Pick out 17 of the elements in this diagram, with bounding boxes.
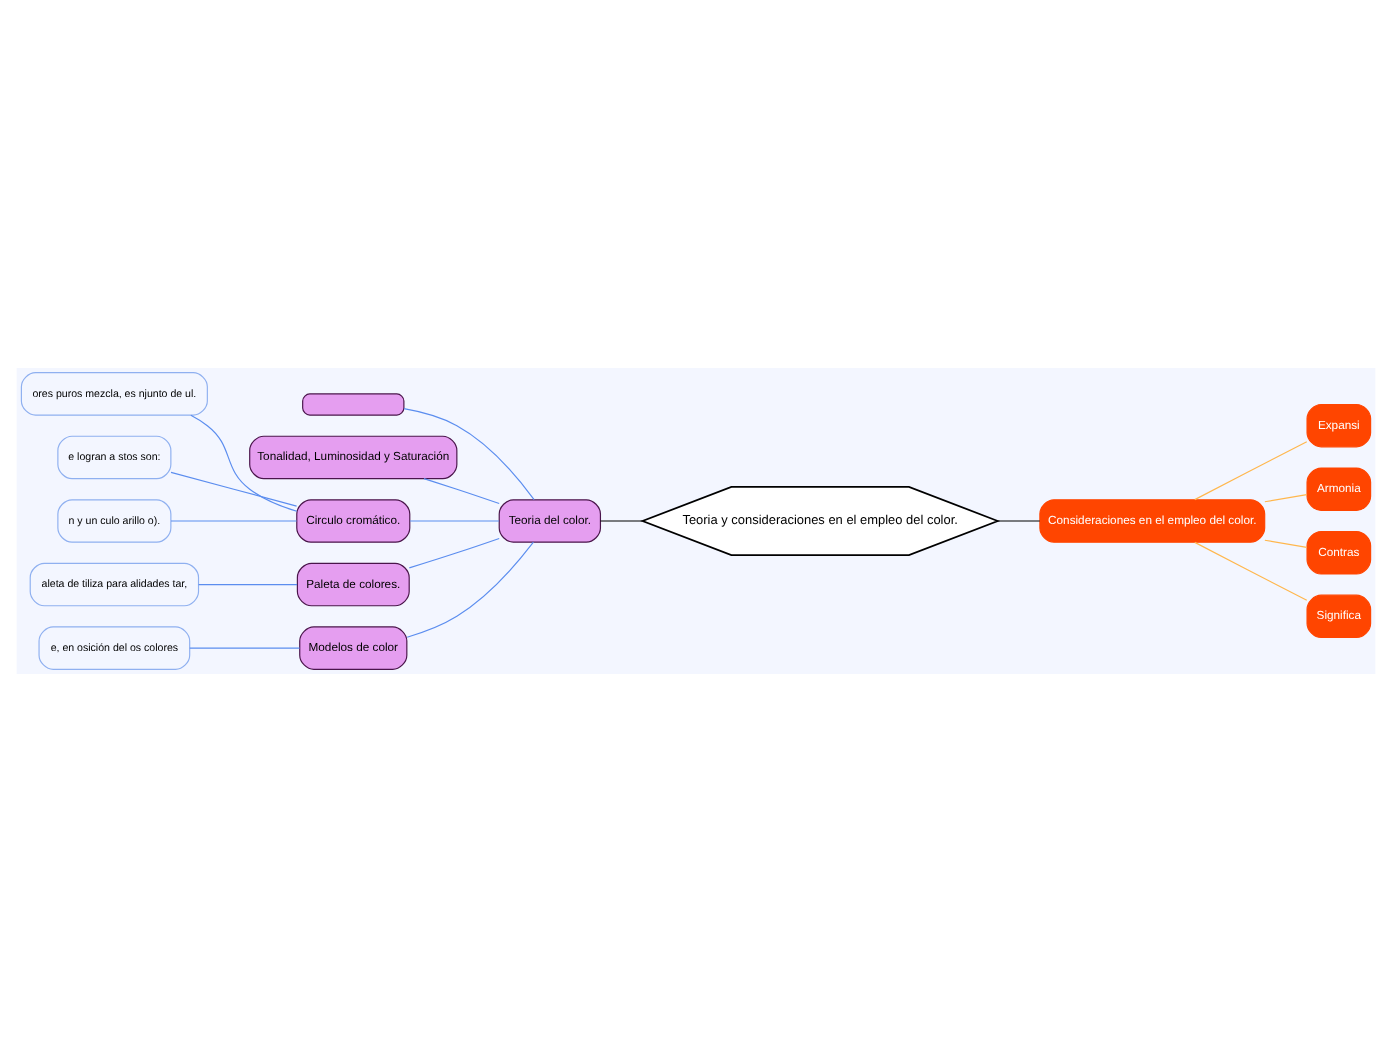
node-box: [302, 392, 405, 415]
connector: [1194, 440, 1308, 500]
connector: [1194, 540, 1308, 600]
connector: [1264, 538, 1308, 548]
connector: [1264, 492, 1308, 502]
connector: [409, 519, 500, 521]
connector: [599, 519, 643, 521]
connector: [406, 540, 534, 637]
connector: [198, 582, 298, 585]
connector: [170, 519, 298, 521]
connector: [403, 407, 535, 500]
connector: [189, 646, 301, 648]
connector: [408, 536, 500, 568]
connector: [997, 519, 1041, 521]
connector: [423, 477, 500, 504]
connector: [190, 413, 298, 511]
connector: [170, 470, 298, 506]
